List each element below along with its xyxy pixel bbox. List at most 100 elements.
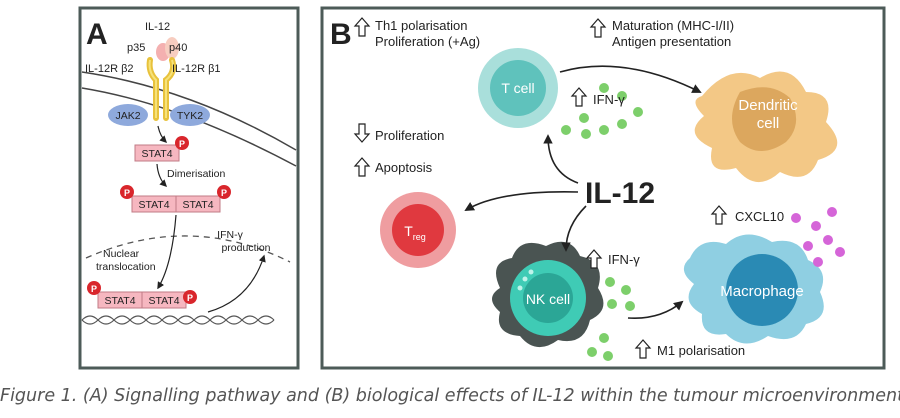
ifn-dot xyxy=(561,125,571,135)
phospho-label: P xyxy=(124,188,130,198)
maturation-label: Maturation (MHC-I/II) xyxy=(612,18,734,33)
p40-label: p40 xyxy=(169,42,187,54)
stat4-monomer-label: STAT4 xyxy=(141,148,172,160)
stat4-monomer xyxy=(134,144,180,162)
ifn-dot xyxy=(605,277,615,287)
proliferation-ag-label: Proliferation (+Ag) xyxy=(375,34,480,49)
stat4-dna-left-label: STAT4 xyxy=(104,295,135,307)
ifn-dot xyxy=(587,347,597,357)
dendritic-cell-nucleus xyxy=(732,87,797,151)
nk-cell-nucleus xyxy=(523,273,573,323)
phospho-marker xyxy=(120,185,134,199)
phospho-label: P xyxy=(179,139,185,149)
up-arrow-icon xyxy=(585,249,603,269)
apoptosis-label: Apoptosis xyxy=(375,160,433,175)
il12-label: IL-12 xyxy=(145,21,170,33)
arrow-t-to-dendritic xyxy=(559,65,702,93)
up-arrow-icon xyxy=(634,339,652,359)
nk-granule xyxy=(522,276,528,282)
arrow-to-treg xyxy=(464,191,579,211)
t-cell-label: T cell xyxy=(501,80,534,96)
up-arrow-icon xyxy=(710,205,728,225)
cxcl10-dot xyxy=(823,235,833,245)
jak2-kinase xyxy=(108,104,148,126)
up-arrow-icon xyxy=(353,157,371,177)
ifn-dot xyxy=(599,333,609,343)
panel-a: A IL-12 p35 p40 IL-12R β2 IL-12R β1 JAK2… xyxy=(78,6,300,370)
cxcl10-dots xyxy=(791,207,845,267)
stat4-dimer-right-label: STAT4 xyxy=(182,199,213,211)
th1-label: Th1 polarisation xyxy=(375,18,468,33)
stat4-dna-right-label: STAT4 xyxy=(148,295,179,307)
up-arrow-icon xyxy=(353,17,371,37)
up-arrow-icon xyxy=(589,18,607,38)
arrow-phosphorylation xyxy=(157,125,168,144)
nk-granule xyxy=(517,285,523,291)
stat4-dimer-left-label: STAT4 xyxy=(138,199,169,211)
ifn-gamma-dots-nk xyxy=(587,277,635,361)
treg-label: Treg xyxy=(404,223,426,242)
cxcl10-label: CXCL10 xyxy=(735,209,784,224)
dendritic-label-1: Dendritic xyxy=(738,97,798,114)
nuclear-label: Nuclear xyxy=(103,248,140,260)
tyk2-kinase xyxy=(170,104,210,126)
ifn-dot xyxy=(581,129,591,139)
phospho-label: P xyxy=(91,284,97,294)
dna-strand-2 xyxy=(81,315,275,325)
ifn-t-label: IFN-γ xyxy=(593,92,625,107)
receptor-beta2-highlight xyxy=(148,59,157,118)
panel-b-letter: B xyxy=(330,18,352,51)
translocation-label: translocation xyxy=(96,261,156,273)
ifn-dot xyxy=(599,125,609,135)
receptor-b1-label: IL-12R β1 xyxy=(172,63,221,75)
tyk2-label: TYK2 xyxy=(177,110,203,122)
phospho-marker xyxy=(217,185,231,199)
dendritic-label-2: cell xyxy=(757,115,780,132)
cxcl10-dot xyxy=(791,213,801,223)
ifn-dot xyxy=(599,83,609,93)
panel-a-letter: A xyxy=(86,18,108,51)
ifn-nk-label: IFN-γ xyxy=(608,252,640,267)
macrophage-label: Macrophage xyxy=(720,283,803,300)
arrow-to-t-cell xyxy=(543,134,579,184)
ifn-dot xyxy=(633,107,643,117)
antigen-presentation-label: Antigen presentation xyxy=(612,34,731,49)
il12-center-label: IL-12 xyxy=(585,177,655,210)
arrow-ifn-production xyxy=(207,254,266,313)
cell-membrane-outer xyxy=(81,71,297,151)
ifn-label: IFN-γ xyxy=(217,229,243,241)
p35-label: p35 xyxy=(127,42,145,54)
nucleus-envelope xyxy=(85,235,291,263)
arrow-dimerisation xyxy=(156,163,168,188)
ifn-dot xyxy=(579,113,589,123)
treg-nucleus xyxy=(392,204,444,256)
phospho-label: P xyxy=(221,188,227,198)
treg-label-sub: reg xyxy=(413,232,426,242)
effect-arrows xyxy=(353,17,728,359)
panel-b: B Dendritic cell T cell Treg NK cell Mac… xyxy=(320,6,886,370)
up-arrow-icon xyxy=(570,87,588,107)
cxcl10-dot xyxy=(813,257,823,267)
receptor-b2-label: IL-12R β2 xyxy=(85,63,134,75)
phospho-label: P xyxy=(187,293,193,303)
down-arrow-icon xyxy=(353,123,371,143)
treg-label-main: T xyxy=(404,223,413,239)
cxcl10-dot xyxy=(835,247,845,257)
phospho-marker xyxy=(175,136,189,150)
cxcl10-dot xyxy=(811,221,821,231)
panel-a-frame xyxy=(78,6,300,370)
ifn-dot xyxy=(617,91,627,101)
ifn-production-label: production xyxy=(221,242,270,254)
ifn-dot xyxy=(617,119,627,129)
ifn-dot xyxy=(607,299,617,309)
ifn-dot xyxy=(603,351,613,361)
cxcl10-dot xyxy=(803,241,813,251)
receptor-beta1-highlight xyxy=(165,59,175,118)
phospho-marker xyxy=(87,281,101,295)
t-cell-nucleus xyxy=(490,60,546,116)
arrow-translocation xyxy=(157,214,177,290)
cxcl10-dot xyxy=(827,207,837,217)
nk-cell-label: NK cell xyxy=(526,291,570,307)
figure-caption: Figure 1. (A) Signalling pathway and (B)… xyxy=(0,386,900,406)
nk-granule xyxy=(528,269,534,275)
